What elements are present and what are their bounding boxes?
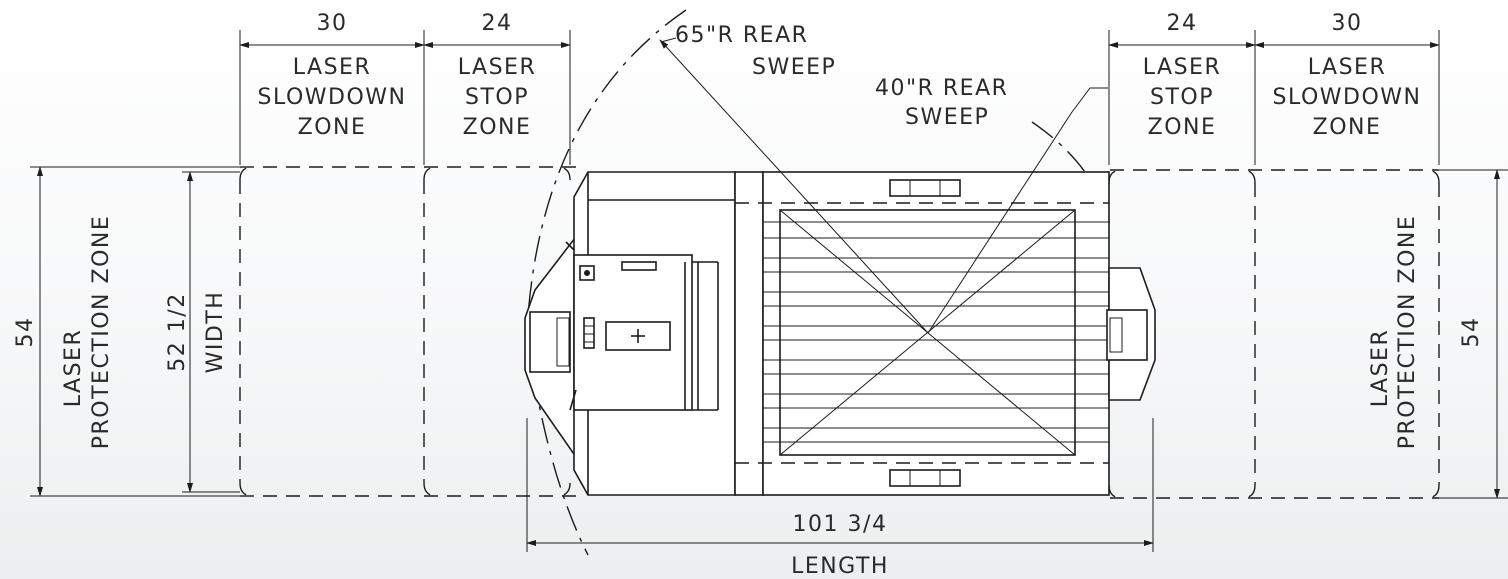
svg-text:STOP: STOP	[1150, 85, 1214, 110]
left-stop-label: LASER STOP ZONE	[458, 55, 536, 140]
svg-text:LASER: LASER	[1368, 329, 1393, 407]
dim-right-stop: 24	[1167, 11, 1198, 36]
front-sensor-mount	[1106, 267, 1156, 401]
dim-width-label: WIDTH	[203, 291, 228, 374]
rear-sweep-65-label: 65"R REAR SWEEP	[675, 23, 836, 80]
dim-length-value: 101 3/4	[793, 512, 888, 537]
svg-text:PROTECTION ZONE: PROTECTION ZONE	[89, 215, 114, 450]
left-slowdown-label: LASER SLOWDOWN ZONE	[258, 55, 407, 140]
svg-text:LASER: LASER	[1143, 55, 1221, 80]
dim-left-slowdown: 30	[317, 11, 348, 36]
svg-text:ZONE: ZONE	[1148, 115, 1217, 140]
length-dimension: 101 3/4 LENGTH	[526, 418, 1154, 579]
left-protection-label: LASER PROTECTION ZONE	[61, 215, 114, 450]
svg-text:40"R REAR: 40"R REAR	[875, 76, 1008, 101]
rear-sweep-65-arc	[526, 9, 687, 556]
right-slowdown-label: LASER SLOWDOWN ZONE	[1273, 55, 1422, 140]
top-right-dimensions: 24 30	[1108, 11, 1440, 165]
svg-text:LASER: LASER	[458, 55, 536, 80]
svg-text:ZONE: ZONE	[298, 115, 367, 140]
right-protection-label: LASER PROTECTION ZONE	[1368, 215, 1420, 450]
svg-text:LASER: LASER	[293, 55, 371, 80]
svg-text:65"R REAR: 65"R REAR	[675, 23, 808, 48]
right-height-dimension: 54	[1439, 169, 1508, 499]
svg-text:ZONE: ZONE	[463, 115, 532, 140]
load-wheels	[889, 179, 961, 487]
dim-width-value: 52 1/2	[165, 292, 190, 371]
svg-text:STOP: STOP	[465, 85, 529, 110]
svg-text:ZONE: ZONE	[1313, 115, 1382, 140]
left-height-dimension: 54	[13, 166, 240, 497]
svg-text:SLOWDOWN: SLOWDOWN	[258, 85, 407, 110]
dim-length-label: LENGTH	[791, 554, 889, 579]
dim-right-slowdown: 30	[1332, 11, 1363, 36]
svg-text:SWEEP: SWEEP	[752, 55, 836, 80]
svg-text:PROTECTION ZONE: PROTECTION ZONE	[1395, 215, 1420, 450]
width-dimension: 52 1/2 WIDTH	[165, 171, 240, 493]
top-left-dimensions: 30 24	[239, 11, 571, 165]
svg-text:LASER: LASER	[61, 329, 86, 407]
dim-right-height: 54	[1459, 317, 1484, 348]
forklift	[524, 171, 1110, 496]
svg-text:SWEEP: SWEEP	[905, 105, 989, 130]
right-stop-label: LASER STOP ZONE	[1143, 55, 1221, 140]
svg-text:LASER: LASER	[1308, 55, 1386, 80]
rear-sweep-40-arc	[1031, 121, 1111, 226]
sweep-radius-lines	[659, 37, 1108, 334]
dim-left-stop: 24	[482, 11, 513, 36]
dim-left-height: 54	[13, 317, 38, 348]
rear-sweep-40-label: 40"R REAR SWEEP	[875, 76, 1008, 130]
svg-text:SLOWDOWN: SLOWDOWN	[1273, 85, 1422, 110]
right-zones-outline	[1108, 169, 1440, 499]
left-zones-outline	[239, 166, 585, 497]
